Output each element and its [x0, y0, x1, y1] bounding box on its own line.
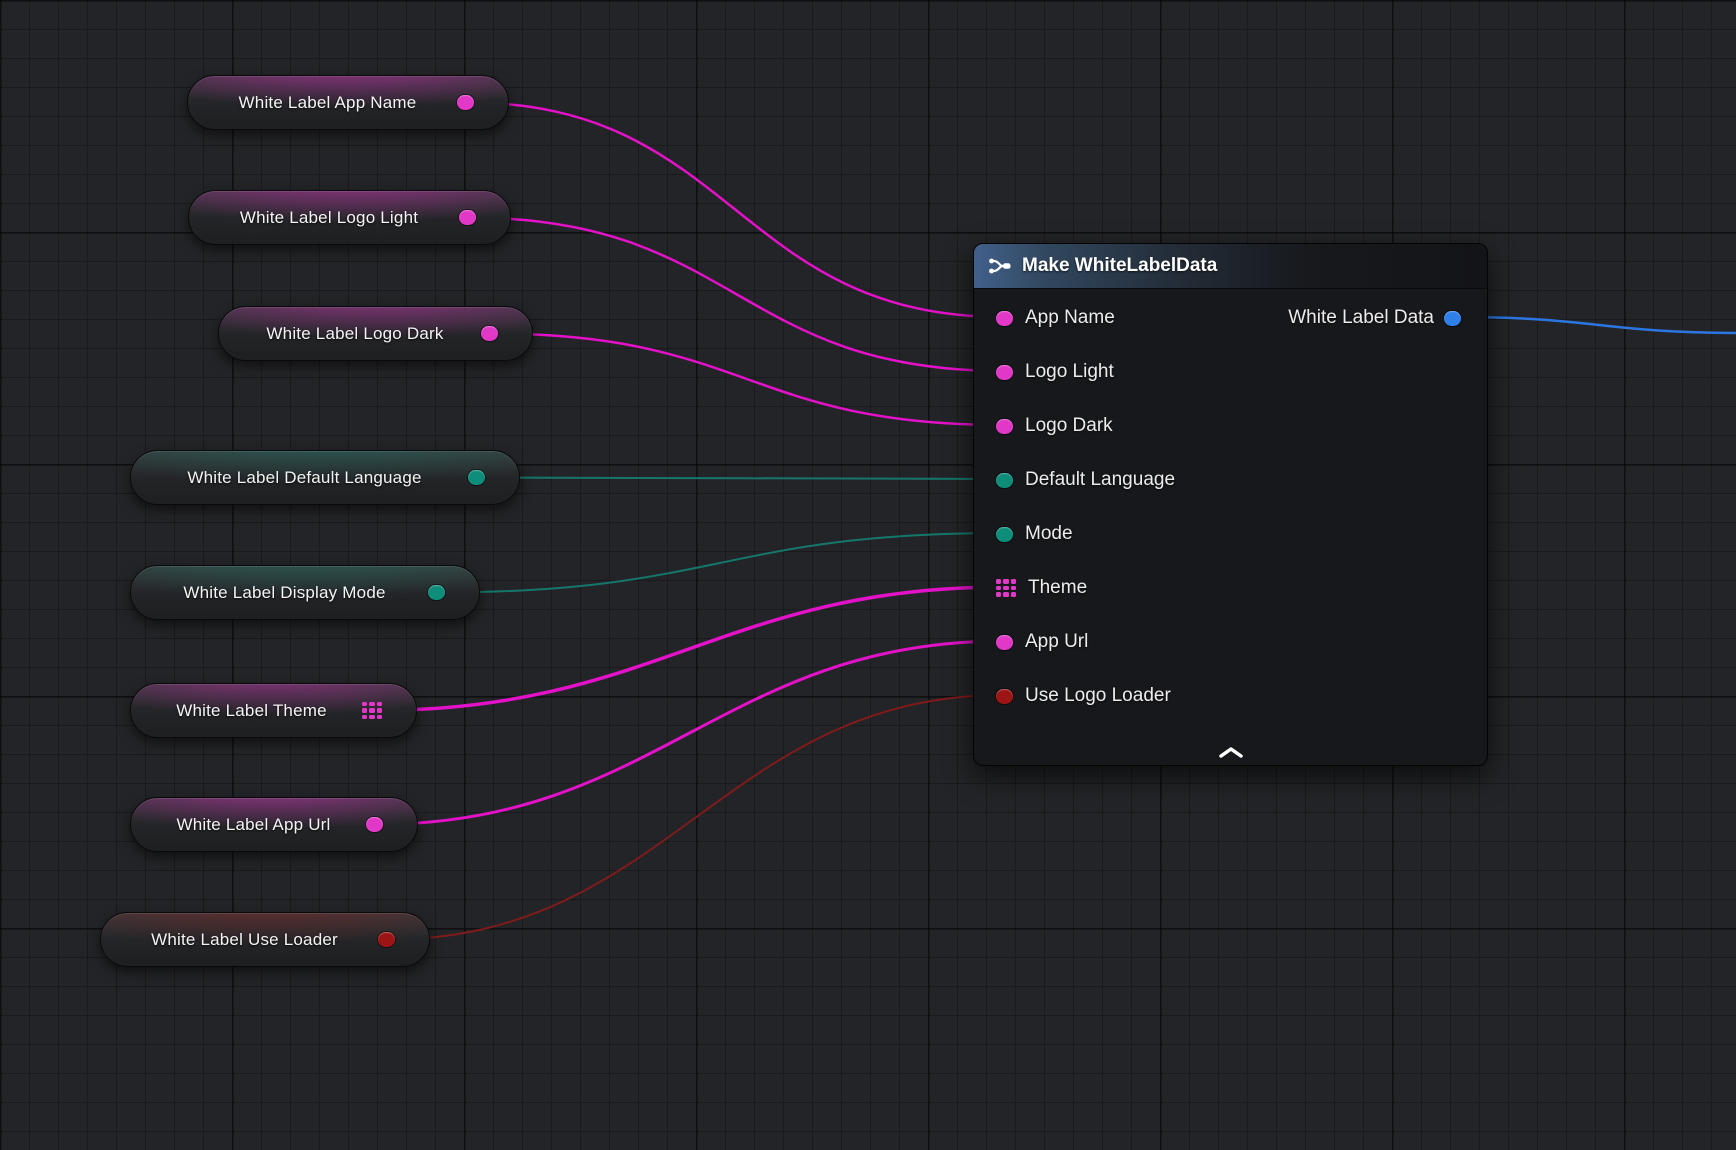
pin-icon[interactable]	[468, 470, 485, 485]
grid-cell	[369, 702, 374, 707]
make-node[interactable]: Make WhiteLabelData App NameLogo LightLo…	[973, 243, 1488, 766]
input-pin-label: Theme	[1028, 577, 1087, 599]
grid-cell	[377, 702, 382, 707]
input-pin-label: App Name	[1025, 307, 1115, 329]
grid-cell	[377, 715, 382, 720]
grid-cell	[1011, 586, 1016, 591]
getter-node-label: White Label Use Loader	[121, 930, 368, 950]
getter-node[interactable]: White Label App Name	[187, 75, 509, 130]
make-node-title: Make WhiteLabelData	[1022, 255, 1217, 277]
wire[interactable]	[376, 641, 1004, 825]
input-pin-label: Use Logo Loader	[1025, 685, 1171, 707]
getter-node-label: White Label App Name	[208, 93, 447, 113]
getter-node[interactable]: White Label Logo Light	[188, 190, 511, 245]
make-node-input-pins: App NameLogo LightLogo DarkDefault Langu…	[974, 291, 1175, 723]
pin-icon[interactable]	[996, 635, 1013, 650]
getter-node-label: White Label Logo Light	[209, 208, 449, 228]
pin-icon[interactable]	[996, 473, 1013, 488]
wire[interactable]	[478, 478, 1004, 480]
input-pin-row: Default Language	[974, 453, 1175, 507]
input-pin-row: App Name	[974, 291, 1175, 345]
input-pin-row: Use Logo Loader	[974, 669, 1175, 723]
pin-icon[interactable]	[459, 210, 476, 225]
pin-icon[interactable]	[996, 311, 1013, 326]
grid-cell	[362, 715, 367, 720]
getter-node[interactable]: White Label Use Loader	[100, 912, 430, 967]
input-pin-label: App Url	[1025, 631, 1088, 653]
output-pin-row: White Label Data	[1288, 291, 1461, 345]
getter-node[interactable]: White Label App Url	[130, 797, 418, 852]
pin-icon[interactable]	[996, 365, 1013, 380]
struct-grid-pin-icon[interactable]	[362, 702, 382, 720]
wire[interactable]	[491, 334, 1004, 426]
getter-node[interactable]: White Label Logo Dark	[218, 306, 533, 361]
pin-icon[interactable]	[996, 689, 1013, 704]
output-pin-label: White Label Data	[1288, 307, 1434, 329]
input-pin-label: Mode	[1025, 523, 1073, 545]
input-pin-row: App Url	[974, 615, 1175, 669]
input-pin-label: Default Language	[1025, 469, 1175, 491]
make-struct-icon	[988, 256, 1012, 276]
input-pin-label: Logo Light	[1025, 361, 1114, 383]
pin-icon[interactable]	[481, 326, 498, 341]
input-pin-row: Logo Light	[974, 345, 1175, 399]
pin-icon[interactable]	[428, 585, 445, 600]
getter-node[interactable]: White Label Default Language	[130, 450, 520, 505]
grid-cell	[377, 708, 382, 713]
getter-node-label: White Label Theme	[151, 701, 352, 721]
grid-cell	[362, 702, 367, 707]
getter-node-label: White Label Display Mode	[151, 583, 418, 603]
pin-icon[interactable]	[378, 932, 395, 947]
grid-cell	[1003, 579, 1008, 584]
grid-cell	[1003, 586, 1008, 591]
collapse-chevron-icon[interactable]	[1218, 746, 1244, 759]
output-pin[interactable]	[1444, 311, 1461, 326]
getter-node-label: White Label App Url	[151, 815, 356, 835]
pin-icon[interactable]	[457, 95, 474, 110]
input-pin-row: Theme	[974, 561, 1175, 615]
grid-cell	[1003, 592, 1008, 597]
input-pin-row: Logo Dark	[974, 399, 1175, 453]
pin-icon[interactable]	[996, 419, 1013, 434]
struct-grid-pin-icon[interactable]	[996, 579, 1016, 597]
grid-cell	[996, 592, 1001, 597]
grid-cell	[1011, 579, 1016, 584]
wire[interactable]	[388, 695, 1004, 940]
grid-cell	[1011, 592, 1016, 597]
wire[interactable]	[467, 103, 1004, 318]
input-pin-row: Mode	[974, 507, 1175, 561]
make-node-header[interactable]: Make WhiteLabelData	[974, 244, 1487, 289]
grid-cell	[996, 586, 1001, 591]
getter-node[interactable]: White Label Display Mode	[130, 565, 480, 620]
wire[interactable]	[1453, 317, 1736, 333]
input-pin-label: Logo Dark	[1025, 415, 1113, 437]
grid-cell	[369, 708, 374, 713]
grid-cell	[996, 579, 1001, 584]
getter-node-label: White Label Logo Dark	[239, 324, 471, 344]
wire[interactable]	[469, 218, 1004, 372]
getter-node-label: White Label Default Language	[151, 468, 458, 488]
getter-node[interactable]: White Label Theme	[130, 683, 417, 738]
grid-cell	[362, 708, 367, 713]
grid-cell	[369, 715, 374, 720]
wire[interactable]	[438, 533, 1004, 593]
pin-icon[interactable]	[366, 817, 383, 832]
pin-icon[interactable]	[996, 527, 1013, 542]
